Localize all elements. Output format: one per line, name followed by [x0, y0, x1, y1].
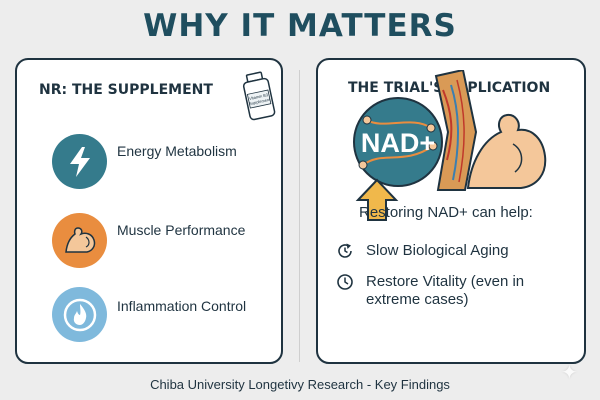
bullet-slow-aging: Slow Biological Aging — [366, 242, 509, 259]
bullet-restore-vitality: Restore Vitality (even in extreme cases) — [366, 273, 525, 308]
nad-illustration: NAD+ — [353, 70, 547, 221]
energy-metabolism-label: Energy Metabolism — [117, 143, 237, 159]
energy-metabolism-badge — [52, 134, 107, 189]
muscle-performance-badge — [52, 213, 107, 268]
inflammation-control-label: Inflammation Control — [117, 298, 247, 314]
flexed-arm-icon — [64, 226, 95, 253]
sparkle-icon: ✦ — [561, 362, 578, 384]
muscle-performance-label: Muscle Performance — [117, 222, 246, 238]
up-arrow-icon — [355, 178, 399, 221]
panel-divider — [299, 70, 300, 362]
nad-label: NAD+ — [361, 128, 435, 158]
page-title: WHY IT MATTERS — [143, 8, 457, 44]
muscle-fiber-icon — [434, 70, 478, 191]
clock-icon — [337, 274, 353, 290]
footer-caption: Chiba University Longetivy Research - Ke… — [150, 377, 450, 392]
supplement-bottle-icon: Vitamin B3 Supplement — [242, 71, 276, 121]
supplement-panel-title: NR: THE SUPPLEMENT — [39, 82, 213, 98]
lightning-bolt-icon — [69, 146, 90, 177]
implication-panel: THE TRIAL'S IMPLICATION NAD+ Restoring N… — [316, 58, 586, 364]
restoring-nad-headline: Restoring NAD+ can help: — [359, 204, 533, 221]
svg-text:Supplement: Supplement — [249, 97, 272, 107]
cycle-clock-icon — [338, 243, 352, 258]
svg-text:Vitamin B3: Vitamin B3 — [249, 92, 270, 101]
flexed-arm-icon — [466, 113, 547, 189]
inflammation-control-badge — [52, 287, 107, 342]
flame-icon — [63, 298, 96, 331]
supplement-panel: NR: THE SUPPLEMENT Vitamin B3 Supplement… — [15, 58, 283, 364]
